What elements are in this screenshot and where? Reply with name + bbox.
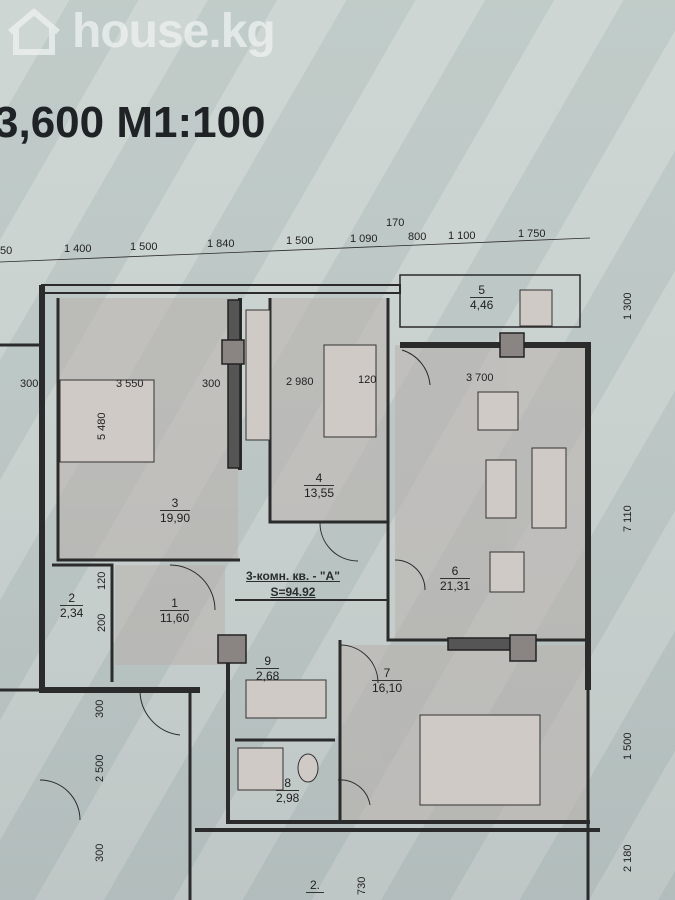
apartment-area: S=94.92 — [270, 585, 316, 599]
dimension-label: 1 500 — [622, 732, 634, 760]
apartment-label: 3-комн. кв. - "A" S=94.92 — [246, 568, 340, 600]
dimension-label: 2 500 — [94, 754, 106, 782]
dimension-label: 1 500 — [286, 235, 314, 247]
dimension-label: 730 — [356, 876, 368, 895]
dimension-label: 2 180 — [622, 844, 634, 872]
dimension-label: 50 — [0, 245, 13, 257]
room-2-neighbor: 2. — [306, 878, 325, 893]
dimension-label: 3 550 — [116, 378, 144, 390]
dimension-label: 200 — [96, 613, 108, 632]
dimension-label: 1 100 — [448, 230, 476, 242]
dimension-label: 7 110 — [622, 505, 634, 532]
dimension-label: 1 400 — [64, 243, 92, 255]
dimension-label: 300 — [94, 699, 106, 718]
dimension-label: 300 — [94, 843, 106, 862]
logo-text: house.kg — [72, 5, 276, 58]
dimension-label: 300 — [202, 378, 221, 390]
dimension-label: 120 — [96, 571, 108, 590]
dimension-label: 3 700 — [466, 372, 494, 384]
dimension-label: 5 480 — [96, 412, 108, 440]
house-kg-logo: house.kg — [6, 4, 276, 59]
dimension-label: 800 — [408, 231, 427, 243]
dimension-label: 170 — [386, 217, 405, 229]
dimension-label: 1 300 — [622, 292, 634, 320]
dimension-label: 300 — [20, 378, 39, 390]
house-icon — [8, 7, 60, 55]
dimension-label: 2 980 — [286, 376, 314, 388]
dimension-label: 120 — [358, 374, 377, 386]
dimension-label: 1 840 — [207, 238, 235, 250]
dimension-label: 1 500 — [130, 241, 158, 253]
dimension-label: 1 090 — [350, 233, 378, 245]
apartment-type: 3-комн. кв. - "A" — [246, 569, 340, 583]
scale-title: 3,600 M1:100 — [0, 98, 266, 147]
dimension-label: 1 750 — [518, 228, 546, 240]
